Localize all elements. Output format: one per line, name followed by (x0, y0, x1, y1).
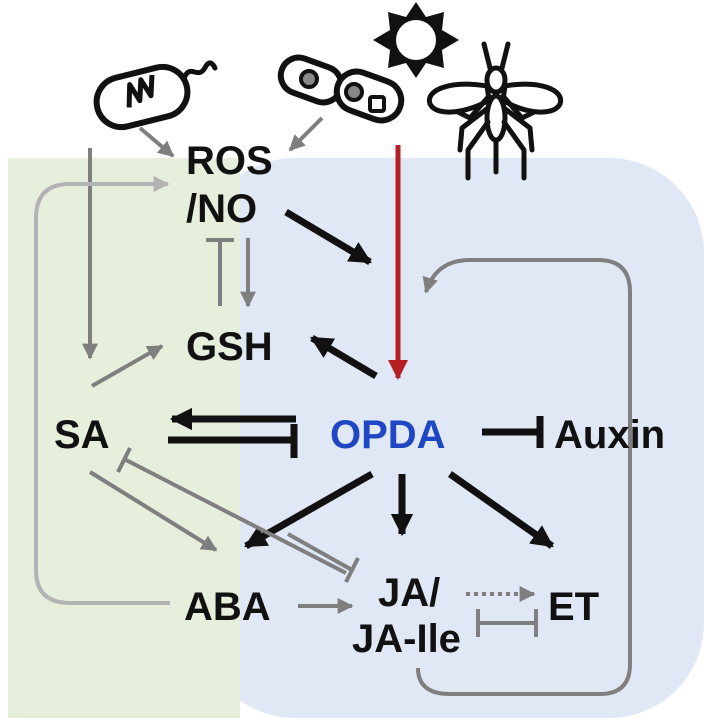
left-compartment (8, 158, 240, 718)
gsh-inhibits-ros-line (206, 238, 234, 306)
bacterium-to-ros-arrow (138, 126, 175, 158)
node-aba: ABA (184, 585, 271, 629)
opda-to-gsh-arrow (310, 334, 378, 380)
node-ros: ROS (186, 139, 273, 183)
insect-icon (426, 41, 564, 181)
sa-to-aba-arrow (88, 470, 218, 552)
opda-to-et-arrow (447, 471, 555, 549)
bacterium-icon (93, 60, 218, 131)
node-no: /NO (186, 187, 257, 231)
right-compartment (200, 158, 704, 718)
node-auxin: Auxin (554, 413, 665, 457)
ros-to-opda-arrow (284, 208, 372, 266)
sa-to-gsh-arrow (91, 344, 164, 388)
node-et: ET (548, 585, 599, 629)
opda-inhibits-auxin-line (482, 416, 544, 448)
fungal-spores-icon (277, 54, 405, 124)
node-ja: JA/ (378, 571, 440, 615)
node-gsh: GSH (186, 325, 273, 369)
sa-inhibits-opda-line (168, 424, 298, 458)
node-sa: SA (54, 413, 110, 457)
ja-et-mutual-inhibition-line (476, 609, 538, 637)
aba-to-ros-feedback-arrow (34, 176, 170, 605)
fungus-to-ros-arrow (288, 116, 324, 152)
ja-inhibits-sa-line (116, 447, 347, 575)
ja-to-opda-feedback-arrow (416, 258, 632, 696)
sa-inhibits-ja-line (287, 532, 360, 583)
node-opda: OPDA (330, 413, 446, 457)
node-ja-ile: JA-Ile (352, 617, 461, 661)
sun-icon (373, 2, 459, 78)
